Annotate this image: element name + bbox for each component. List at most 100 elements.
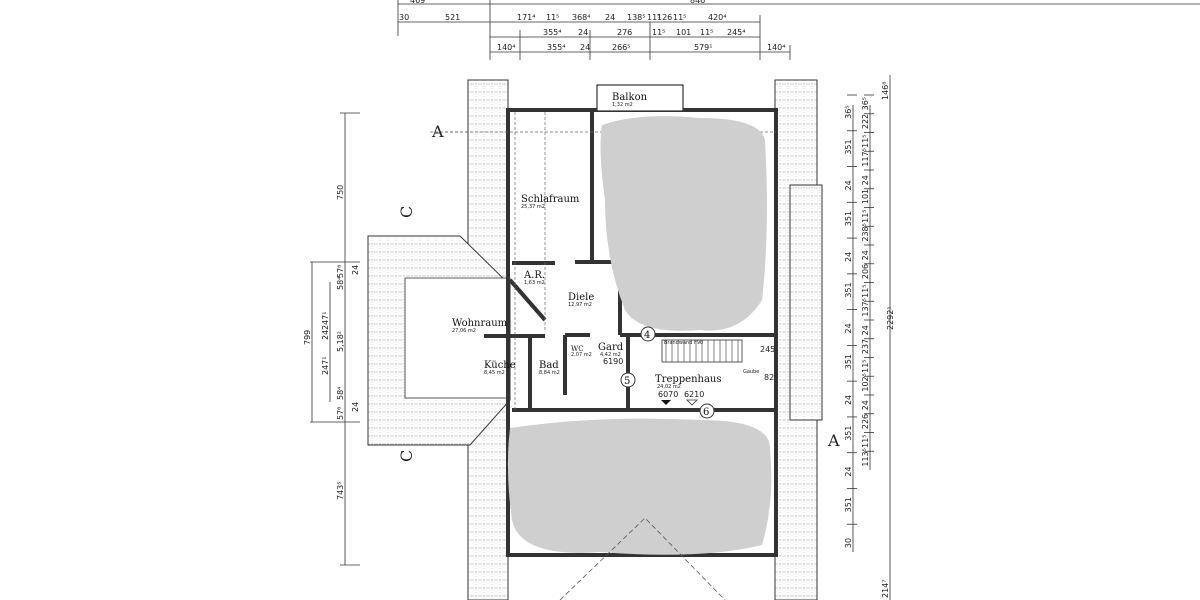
- dim-label: 102⁵: [861, 373, 870, 391]
- axis-markers: 4 5 6: [620, 326, 715, 419]
- room-area: 1,32 m2: [612, 102, 633, 108]
- room-area: 2,07 m2: [571, 352, 592, 358]
- dim-label: 101: [676, 28, 691, 37]
- level-mark: 6210: [684, 390, 704, 399]
- dim-label: 226: [861, 414, 870, 429]
- dim-label: 368⁴: [572, 13, 590, 22]
- dim-label: 24: [351, 402, 360, 412]
- dim-label: 126: [657, 13, 672, 22]
- section-marker-c: C: [397, 450, 416, 462]
- dim-label: 351: [844, 497, 853, 512]
- dim-label: 799: [303, 330, 312, 345]
- walls: [430, 84, 778, 557]
- dim-label: 36⁵: [844, 105, 853, 118]
- dim-label: 214⁷: [881, 580, 890, 598]
- dim-label: 420⁴: [708, 13, 726, 22]
- dim-label: 245: [760, 345, 775, 354]
- redacted-area: [600, 116, 767, 331]
- redacted-area: [507, 418, 772, 555]
- dim-label: 11⁵: [673, 13, 686, 22]
- section-marker-a: A: [431, 122, 444, 141]
- dim-label: 222: [861, 114, 870, 129]
- dim-label: 237: [861, 339, 870, 354]
- dim-label: 24: [861, 400, 870, 410]
- balcony: [596, 84, 684, 112]
- dim-label: 846: [690, 0, 705, 5]
- dim-label: 11⁵: [647, 13, 660, 22]
- dim-label: 11⁵: [861, 359, 870, 372]
- level-mark: 6190: [603, 357, 623, 366]
- room-area: 4,42 m2: [600, 352, 621, 358]
- dim-label: 138⁵: [627, 13, 645, 22]
- dim-label: 206: [861, 264, 870, 279]
- dim-label: 238⁵: [861, 223, 870, 241]
- dim-label: 469: [410, 0, 425, 5]
- dim-label: 266⁵: [612, 43, 630, 52]
- room-label-diele: Diele: [568, 292, 594, 303]
- dim-label: 24: [605, 13, 615, 22]
- dim-label: 11⁵: [861, 284, 870, 297]
- room-area: 12,97 m2: [568, 302, 592, 308]
- section-marker-a: A: [827, 431, 840, 450]
- dim-label: 5,18²: [336, 331, 345, 352]
- dim-label: 24: [321, 330, 330, 340]
- dim-label: 579¹: [694, 43, 712, 52]
- right-dimension-chain: 146⁸ 2292¹ 214⁷ 36⁵ 351 24 351 24 351 24 351 24 3…: [844, 75, 895, 600]
- entrance-canopy: [559, 517, 726, 600]
- room-label-schlafraum: Schlafraum: [521, 194, 580, 205]
- dim-label: 140⁴: [497, 43, 515, 52]
- section-marker-c: C: [397, 206, 416, 218]
- room-area: 8,84 m2: [539, 370, 560, 376]
- room-area: 25,37 m2: [521, 204, 545, 210]
- dim-label: 355⁴: [547, 43, 565, 52]
- dim-label: 24: [844, 395, 853, 405]
- level-mark: 6070: [658, 390, 678, 399]
- dim-label: 24: [844, 252, 853, 262]
- axis-label: 6: [703, 407, 709, 418]
- dim-label: 146⁸: [881, 82, 890, 100]
- dim-label: 24: [844, 180, 853, 190]
- dim-label: 11⁵: [546, 13, 559, 22]
- dim-label: 113⁵: [861, 448, 870, 466]
- stairs: [661, 339, 743, 363]
- room-label-wc: WC: [571, 345, 584, 353]
- dim-label: 11⁵: [861, 209, 870, 222]
- room-area: 27,06 m2: [452, 328, 476, 334]
- dim-label: 750: [336, 185, 345, 200]
- dim-label: 2292¹: [886, 306, 895, 330]
- dim-label: 57⁶: [336, 407, 345, 420]
- dim-label: 24: [578, 28, 588, 37]
- room-label-ar: A.R.: [523, 270, 545, 281]
- dim-label: 24: [844, 323, 853, 333]
- room-area: 8,45 m2: [484, 370, 505, 376]
- dim-label: 351: [844, 354, 853, 369]
- room-label-bad: Bad: [539, 360, 559, 371]
- dim-label: 247¹: [321, 312, 330, 330]
- room-label-wohnraum: Wohnraum: [452, 318, 508, 329]
- room-label-kueche: Küche: [484, 360, 516, 371]
- dim-label: 351: [844, 139, 853, 154]
- dim-label: 521: [445, 13, 460, 22]
- top-dimension-chain: 469 846 30 521 171⁴ 11⁵ 368⁴ 24 138⁵ 11⁵…: [397, 0, 1200, 60]
- dim-label: 24: [580, 43, 590, 52]
- dim-label: 30: [399, 13, 409, 22]
- dim-label: 351: [844, 426, 853, 441]
- left-dimension-chain: 750 743⁵ 799 57⁶ 24 58⁴ 247¹ 24 247¹ 58⁴…: [303, 112, 360, 566]
- dim-label: 24: [861, 250, 870, 260]
- dim-label: 82: [764, 373, 774, 382]
- dim-label: 247¹: [321, 357, 330, 375]
- room-label-gard: Gard: [598, 342, 624, 353]
- dim-label: 276: [617, 28, 632, 37]
- dim-label: 355⁴: [543, 28, 561, 37]
- room-label-balkon: Balkon: [612, 92, 648, 103]
- dim-label: 743⁵: [336, 482, 345, 500]
- dim-label: 30: [844, 538, 853, 548]
- dim-label: 11⁵: [700, 28, 713, 37]
- note-gaube: Gaube: [743, 369, 759, 375]
- dim-label: 58⁴: [336, 277, 345, 290]
- dim-label: 351: [844, 282, 853, 297]
- room-label-treppenhaus: Treppenhaus: [655, 374, 722, 385]
- dim-label: 24: [844, 466, 853, 476]
- note-brandwand: Brandwand F90: [664, 340, 703, 346]
